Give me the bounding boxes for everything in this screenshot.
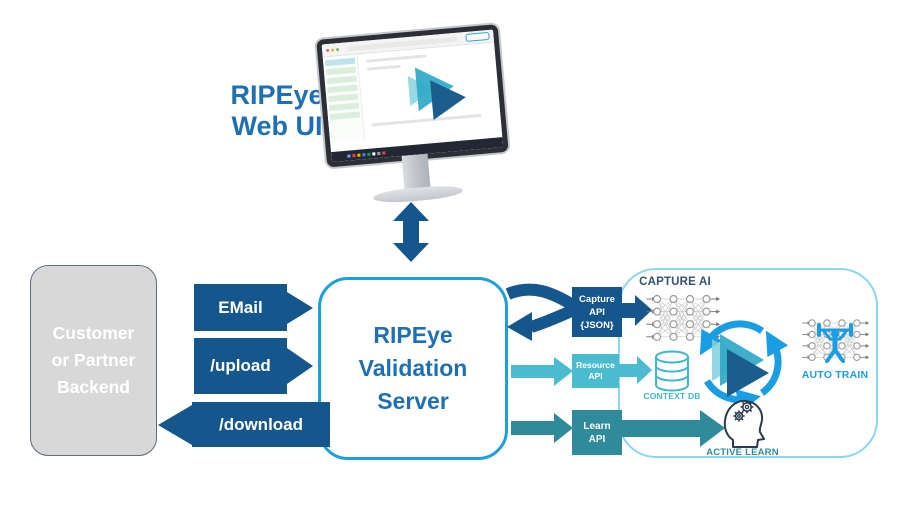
taskbar-icon	[362, 152, 366, 156]
backend-line2: or Partner	[51, 350, 136, 370]
resource-api-box: Resource API	[572, 354, 619, 388]
taskbar-icon	[352, 153, 356, 157]
sidebar-row	[325, 66, 357, 76]
arrow-right-icon	[287, 291, 313, 324]
monitor-base	[372, 183, 464, 205]
upload-channel: /upload	[194, 338, 313, 394]
upload-channel-label: /upload	[194, 338, 287, 394]
capture-api-label: Capture	[579, 293, 615, 305]
server-line1: RIPEye	[373, 322, 453, 348]
screen-button	[465, 31, 490, 42]
taskbar-icon	[372, 151, 376, 156]
taskbar-icon	[367, 152, 371, 156]
capture-api-box: Capture API {JSON}	[572, 287, 622, 337]
server-line3: Server	[377, 388, 449, 414]
context-db-label: CONTEXT DB	[643, 391, 701, 401]
window-dot-icon	[335, 47, 340, 51]
sidebar-row	[328, 102, 360, 112]
download-channel: /download	[158, 402, 330, 447]
webui-title-line1: RIPEye	[230, 80, 324, 110]
ripeye-logo	[430, 77, 468, 121]
capture-api-label: {JSON}	[580, 319, 614, 331]
capture-api-swoosh-arrows	[505, 283, 581, 341]
resource-api-label: API	[588, 371, 603, 381]
learn-api-box: Learn API	[572, 410, 622, 455]
auto-train-label: AUTO TRAIN	[801, 369, 869, 381]
taskbar-icon	[377, 151, 381, 155]
window-dot-icon	[325, 48, 330, 52]
sidebar-row	[329, 111, 361, 121]
swoosh-return	[529, 302, 581, 333]
webui-title-line2: Web UI	[231, 111, 323, 141]
webui-title: RIPEye Web UI	[203, 80, 351, 142]
taskbar-icon	[382, 150, 386, 155]
monitor-screen	[316, 24, 509, 168]
updown-arrow-icon	[393, 202, 429, 262]
screen-content	[358, 42, 502, 140]
sidebar-row	[324, 57, 356, 67]
swoosh-forward	[505, 283, 580, 313]
arrow-left-icon	[158, 404, 192, 445]
content-line	[366, 64, 401, 71]
server-box: RIPEye Validation Server	[318, 277, 508, 460]
capture-ai-label: CAPTURE AI	[639, 276, 711, 288]
arrow-left-icon	[507, 312, 532, 341]
server-line2: Validation	[358, 355, 468, 381]
resource-api-label: Resource	[576, 360, 615, 370]
email-channel: EMail	[194, 284, 313, 331]
arrow-shaft	[511, 421, 554, 435]
arrow-shaft	[511, 365, 554, 378]
sidebar-row	[327, 84, 358, 94]
window-dot-icon	[330, 47, 335, 52]
arrow-right-icon	[554, 357, 573, 386]
taskbar-icon	[347, 153, 351, 158]
sidebar-row	[328, 93, 359, 103]
taskbar-icon	[357, 153, 361, 157]
sidebar-row	[326, 75, 357, 85]
capture-api-label: API	[589, 306, 605, 318]
backend-line1: Customer	[52, 323, 135, 343]
download-channel-label: /download	[192, 402, 330, 447]
backend-line3: Backend	[57, 377, 130, 397]
content-line	[366, 54, 427, 63]
email-channel-label: EMail	[194, 284, 287, 331]
learn-api-label: Learn	[583, 420, 611, 432]
screen-app-area	[322, 42, 502, 144]
backend-box: Customer or Partner Backend	[30, 265, 157, 456]
arrow-right-icon	[287, 348, 313, 384]
ai-cluster-box	[618, 268, 878, 458]
monitor-graphic	[309, 18, 514, 210]
learn-api-label: API	[588, 433, 606, 445]
arrow-right-icon	[554, 413, 573, 443]
active-learn-label: ACTIVE LEARN	[706, 447, 779, 458]
